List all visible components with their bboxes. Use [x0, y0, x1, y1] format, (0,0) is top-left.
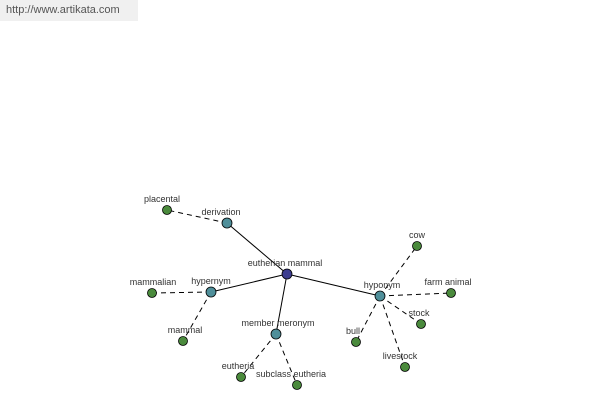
node-eutheria[interactable]: [236, 372, 246, 382]
edge-derivation-to-placental: [166, 209, 228, 224]
node-eutherian-mammal[interactable]: [281, 268, 293, 280]
edge-member-meronym-to-eutheria: [240, 333, 277, 378]
node-label-livestock[interactable]: livestock: [383, 351, 418, 361]
node-bull[interactable]: [351, 337, 361, 347]
node-label-stock[interactable]: stock: [408, 308, 430, 318]
node-mammal[interactable]: [178, 336, 188, 346]
node-label-subclass-eutheria[interactable]: subclass eutheria: [256, 369, 326, 379]
node-member-meronym[interactable]: [270, 328, 282, 340]
node-label-eutherian-mammal[interactable]: eutherian mammal: [248, 258, 323, 268]
edge-eutherian-mammal-to-hyponym: [286, 273, 381, 297]
graph-labels: eutherian mammal derivation hypernym member…: [130, 194, 472, 379]
edge-hyponym-to-farm-animal: [379, 292, 452, 297]
node-label-hyponym[interactable]: hyponym: [364, 280, 401, 290]
node-label-derivation[interactable]: derivation: [201, 207, 240, 217]
node-label-mammalian[interactable]: mammalian: [130, 277, 177, 287]
node-livestock[interactable]: [400, 362, 410, 372]
node-label-member-meronym[interactable]: member meronym: [241, 318, 314, 328]
node-mammalian[interactable]: [147, 288, 157, 298]
edge-eutherian-mammal-to-hypernym: [210, 273, 288, 293]
edge-eutherian-mammal-to-member-meronym: [275, 273, 288, 335]
node-label-mammal[interactable]: mammal: [168, 325, 203, 335]
node-label-placental[interactable]: placental: [144, 194, 180, 204]
node-hyponym[interactable]: [374, 290, 386, 302]
graph-nodes: [147, 205, 456, 390]
edge-hyponym-to-cow: [379, 245, 418, 297]
node-label-bull[interactable]: bull: [346, 326, 360, 336]
edge-hypernym-to-mammal: [182, 291, 212, 342]
node-label-eutheria[interactable]: eutheria: [222, 361, 255, 371]
node-derivation[interactable]: [221, 217, 233, 229]
node-hypernym[interactable]: [205, 286, 217, 298]
edge-eutherian-mammal-to-derivation: [226, 222, 288, 275]
node-label-hypernym[interactable]: hypernym: [191, 276, 231, 286]
node-label-farm-animal[interactable]: farm animal: [424, 277, 471, 287]
edge-member-meronym-to-subclass-eutheria: [275, 333, 298, 386]
edge-hypernym-to-mammalian: [151, 291, 212, 294]
node-label-cow[interactable]: cow: [409, 230, 426, 240]
graph-edges: [151, 209, 452, 386]
edge-hyponym-to-livestock: [379, 295, 406, 368]
source-url[interactable]: http://www.artikata.com: [0, 0, 138, 21]
node-subclass-eutheria[interactable]: [292, 380, 302, 390]
node-placental[interactable]: [162, 205, 172, 215]
node-cow[interactable]: [412, 241, 422, 251]
node-stock[interactable]: [416, 319, 426, 329]
node-farm-animal[interactable]: [446, 288, 456, 298]
